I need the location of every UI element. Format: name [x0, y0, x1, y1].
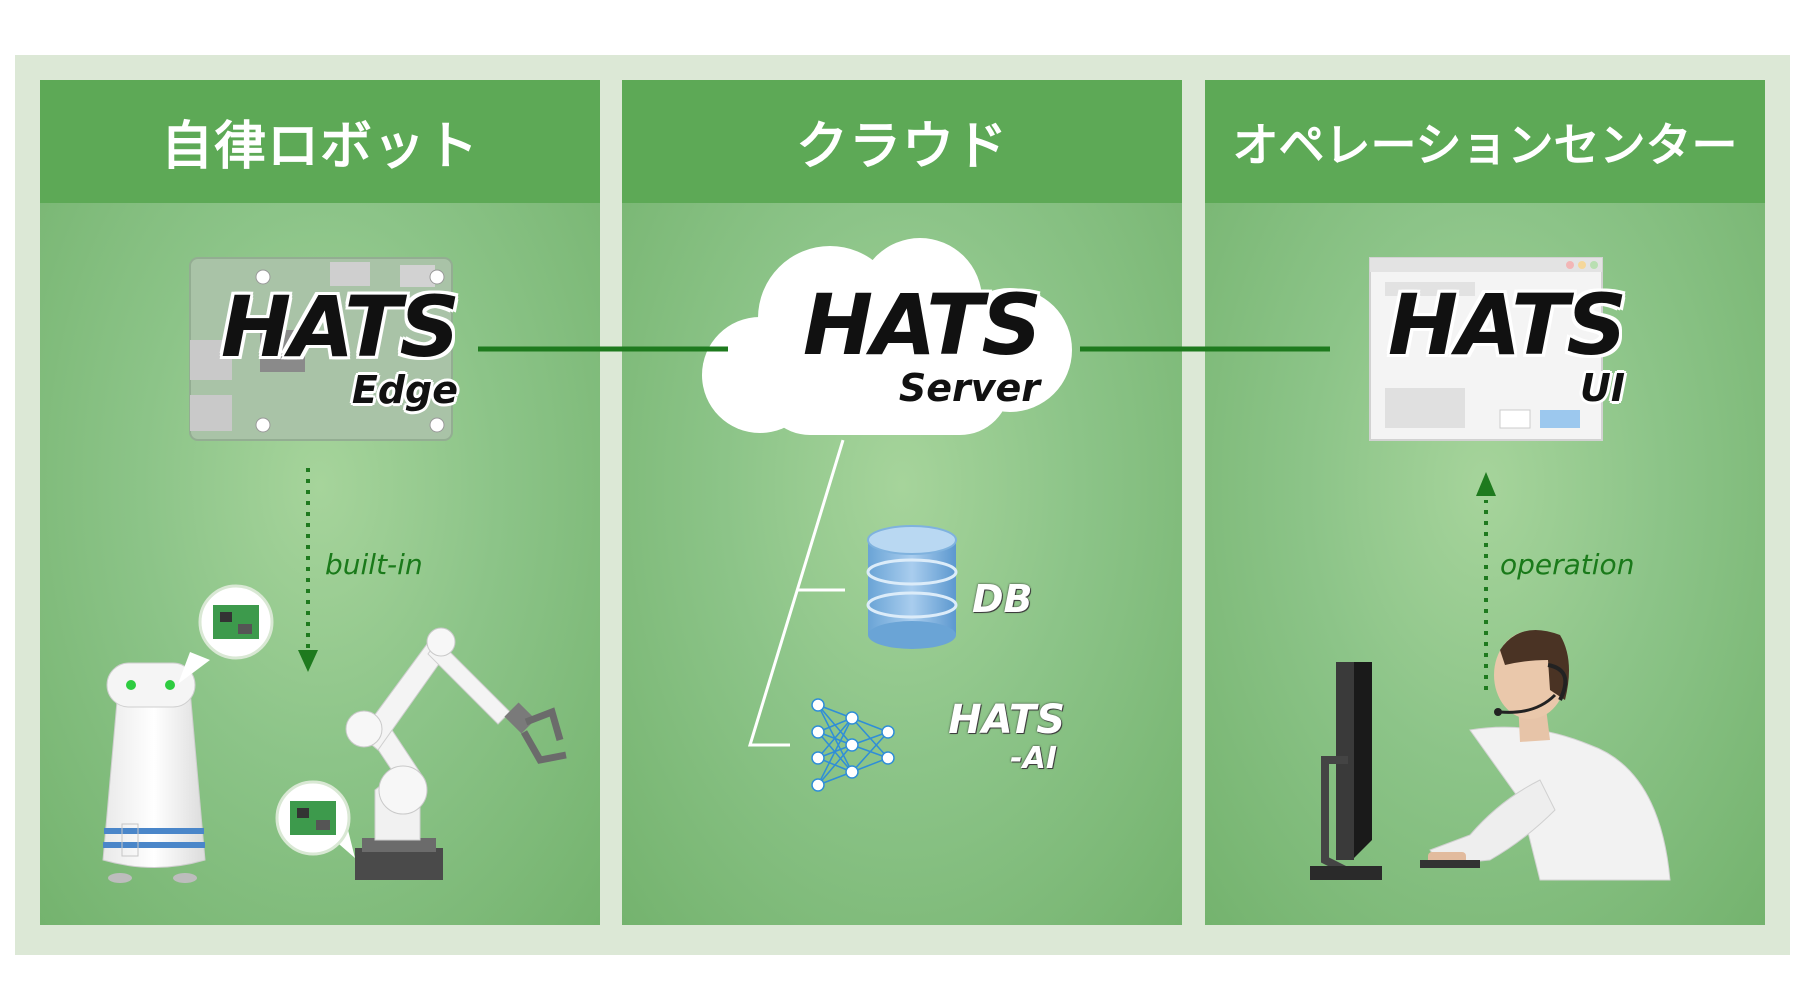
logo-sub-text: -AI — [1010, 741, 1057, 776]
panel-header: オペレーションセンター — [1205, 80, 1765, 203]
built-in-arrow — [298, 468, 318, 672]
panel-title: 自律ロボット — [160, 117, 479, 177]
hats-server-logo: HATS Server — [760, 276, 1042, 410]
built-in-label: built-in — [325, 548, 423, 581]
logo-main-text: HATS — [1387, 276, 1627, 374]
logo-sub-text: Edge — [351, 368, 458, 412]
logo-main-text: HATS — [802, 276, 1042, 374]
monitor-image — [1310, 662, 1382, 880]
panel-operation-center: オペレーションセンター — [1205, 80, 1765, 925]
panel-header: 自律ロボット — [40, 80, 600, 203]
cloud-shape — [702, 238, 1072, 435]
logo-sub-text: Server — [898, 366, 1040, 410]
robot-arm-image — [345, 627, 567, 880]
neural-network-icon — [811, 698, 895, 792]
logo-main-text: HATS — [220, 278, 460, 376]
db-label: DB — [972, 577, 1033, 621]
database-icon — [866, 525, 958, 649]
operator-image — [1420, 630, 1671, 881]
hats-ui-logo: HATS UI — [1345, 276, 1627, 410]
hats-ai-logo: HATS -AI — [905, 700, 1065, 774]
cloud-tree-lines — [747, 439, 845, 747]
hats-edge-logo: HATS Edge — [178, 278, 460, 412]
panel-header: クラウド — [622, 80, 1182, 203]
operation-arrow — [1476, 472, 1496, 690]
panel-cloud: クラウド — [622, 80, 1182, 925]
ui-window-image — [1369, 257, 1603, 441]
service-robot-image — [102, 662, 206, 883]
panel-title: オペレーションセンター — [1232, 117, 1738, 172]
operation-label: operation — [1500, 548, 1635, 581]
logo-main-text: HATS — [948, 697, 1065, 743]
panel-title: クラウド — [795, 117, 1008, 177]
edge-board-image — [189, 257, 453, 441]
board-callout-robot — [178, 584, 274, 684]
board-callout-arm — [275, 780, 355, 858]
logo-sub-text: UI — [1580, 366, 1625, 410]
